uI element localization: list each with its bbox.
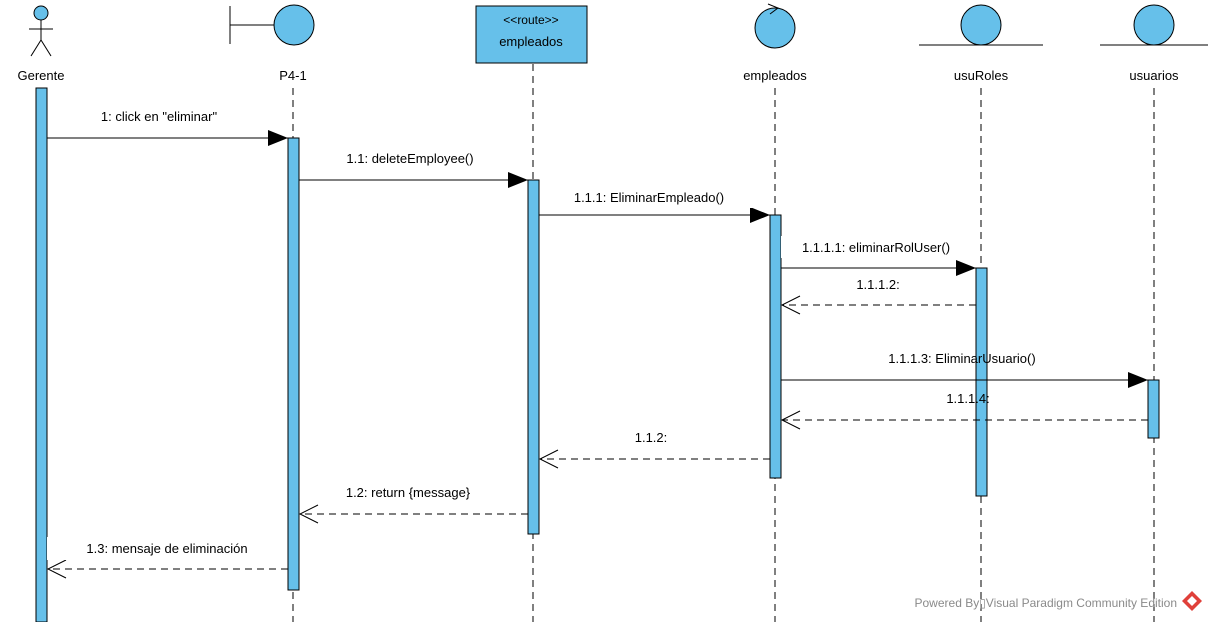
- activation-emp: [769, 214, 782, 479]
- message-label: 1.1: deleteEmployee(): [346, 151, 473, 166]
- message-1-1-1-2: 1.1.1.2:: [780, 277, 976, 315]
- entity-usuarios: usuarios: [1100, 4, 1208, 83]
- participant-label: empleados: [743, 68, 807, 83]
- message-1-1-1-1: 1.1.1.1: eliminarRolUser(): [781, 236, 977, 276]
- footer-watermark: Powered By▯Visual Paradigm Community Edi…: [915, 591, 1202, 611]
- message-1: 1: click en "eliminar": [47, 109, 288, 146]
- message-1-1: 1.1: deleteEmployee(): [299, 151, 528, 188]
- control-icon: [754, 3, 796, 49]
- stereotype-label: <<route>>: [503, 13, 558, 27]
- control-empleados: empleados: [743, 3, 807, 83]
- message-label: 1.2: return {message}: [346, 485, 471, 500]
- message-1-2: 1.2: return {message}: [298, 485, 528, 524]
- boundary-p4: P4-1: [229, 4, 315, 83]
- participant-label: Gerente: [18, 68, 65, 83]
- entity-icon: [1100, 4, 1208, 46]
- participant-label: usuRoles: [954, 68, 1009, 83]
- actor-gerente: Gerente: [18, 5, 65, 83]
- message-label: 1.3: mensaje de eliminación: [86, 541, 247, 556]
- message-label: 1.1.1.3: EliminarUsuario(): [888, 351, 1035, 366]
- activation-usuroles: [975, 267, 988, 497]
- message-1-1-2: 1.1.2:: [538, 430, 770, 469]
- message-1-1-1: 1.1.1: EliminarEmpleado(): [539, 186, 770, 223]
- visual-paradigm-logo-icon: [1182, 591, 1202, 611]
- entity-usuroles: usuRoles: [919, 4, 1043, 83]
- activation-p4: [287, 137, 300, 591]
- participant-label: usuarios: [1129, 68, 1179, 83]
- message-label: 1.1.1.2:: [856, 277, 899, 292]
- message-label: 1: click en "eliminar": [101, 109, 218, 124]
- entity-icon: [919, 4, 1043, 46]
- message-label: 1.1.1: EliminarEmpleado(): [574, 190, 724, 205]
- boundary-icon: [229, 4, 315, 46]
- message-label: 1.1.1.4:: [946, 391, 989, 406]
- activation-usuarios: [1147, 379, 1160, 439]
- footer-text: Powered By▯Visual Paradigm Community Edi…: [915, 596, 1178, 610]
- message-1-1-1-4: 1.1.1.4:: [780, 391, 1148, 430]
- stick-figure-icon: [29, 5, 53, 57]
- message-label: 1.1.2:: [635, 430, 668, 445]
- participant-label: P4-1: [279, 68, 306, 83]
- activation-route: [527, 179, 540, 535]
- route-empleados-box: <<route>> empleados: [475, 5, 588, 64]
- message-1-3: 1.3: mensaje de eliminación: [46, 537, 288, 579]
- message-label: 1.1.1.1: eliminarRolUser(): [802, 240, 950, 255]
- message-1-1-1-3: 1.1.1.3: EliminarUsuario(): [781, 351, 1148, 388]
- activation-gerente: [35, 87, 48, 622]
- participant-label: empleados: [499, 34, 563, 49]
